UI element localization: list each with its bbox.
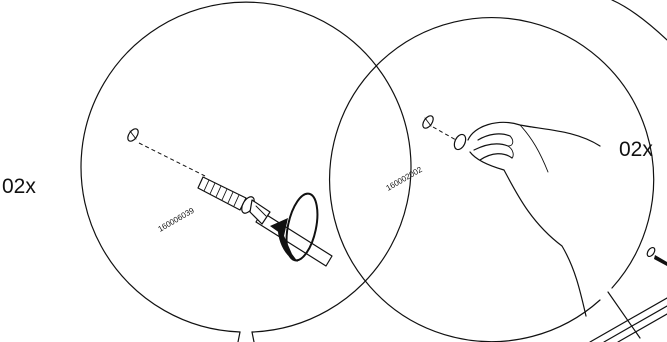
hand-icon <box>467 121 601 317</box>
part-code-right: 160002002 <box>385 165 425 193</box>
screw-icon <box>646 246 667 266</box>
screw-hole-icon <box>422 115 434 129</box>
rotation-arrow-icon <box>270 192 319 262</box>
part-code-left: 160006039 <box>157 206 197 234</box>
detail-circle-left <box>80 1 412 342</box>
cover-cap-icon <box>453 133 467 151</box>
wall-plug-screw-icon <box>197 176 333 267</box>
alignment-line-left <box>138 142 206 177</box>
alignment-line-right <box>432 126 457 141</box>
detail-circle-partial <box>611 0 667 41</box>
panel-edge <box>589 297 667 342</box>
quantity-label-left: 02x <box>2 175 36 198</box>
quantity-label-right: 02x <box>619 138 653 161</box>
detail-circle-right <box>329 17 655 342</box>
wall-hole-icon <box>127 128 139 142</box>
